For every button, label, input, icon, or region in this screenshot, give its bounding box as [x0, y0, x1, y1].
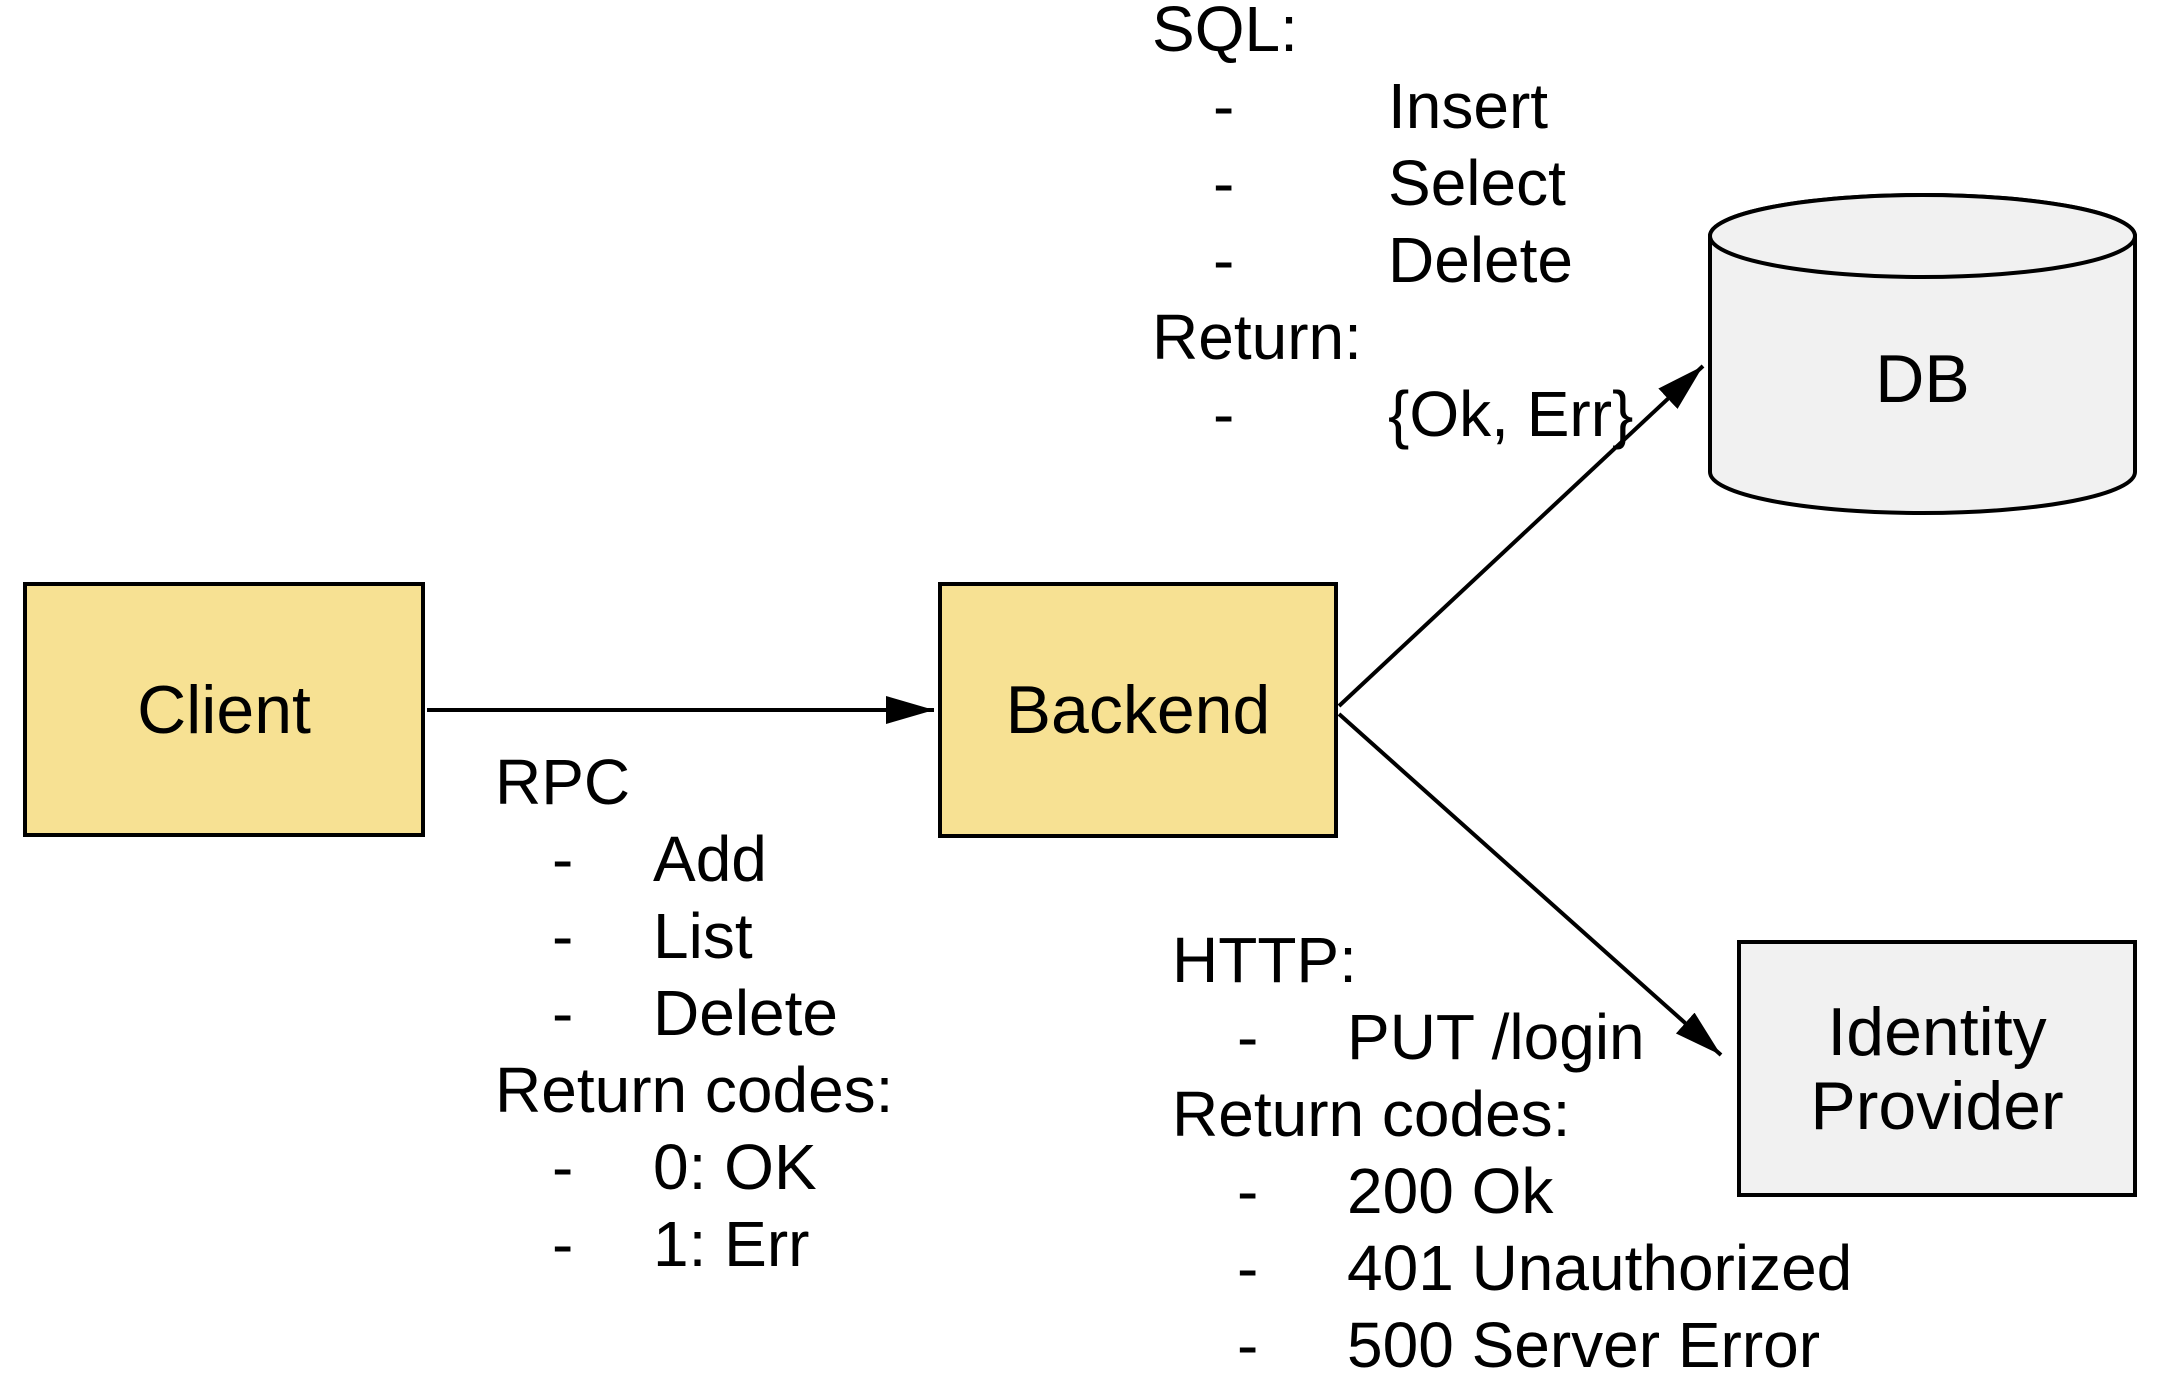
- sql-return-item: -{Ok, Err}: [1152, 376, 1633, 453]
- bullet-dash: -: [1213, 224, 1235, 296]
- db-cylinder: [1708, 193, 2137, 515]
- http-return-item: -200 Ok: [1172, 1153, 1852, 1230]
- bullet-dash: -: [1213, 70, 1235, 142]
- http-title: HTTP:: [1172, 924, 1357, 996]
- bullet-dash: -: [1213, 378, 1235, 450]
- sql-return-title: Return:: [1152, 301, 1362, 373]
- arrow-backend-to-identity-provider: [1337, 712, 1723, 1057]
- bullet-dash: -: [1237, 1232, 1259, 1304]
- db-label: DB: [1875, 341, 1970, 417]
- node-identity-provider: Identity Provider: [1737, 940, 2137, 1197]
- rpc-item: -Add: [495, 821, 893, 898]
- rpc-return-title: Return codes:: [495, 1054, 894, 1126]
- backend-label: Backend: [1005, 672, 1271, 748]
- identity-provider-label-line2: Provider: [1810, 1067, 2064, 1144]
- bullet-dash: -: [552, 1208, 574, 1280]
- bullet-dash: -: [1237, 1309, 1259, 1381]
- edge-label-rpc: RPC -Add -List -Delete Return codes: -0:…: [495, 744, 893, 1283]
- http-return-item: -401 Unauthorized: [1172, 1230, 1852, 1307]
- rpc-item: -List: [495, 898, 893, 975]
- bullet-dash: -: [552, 977, 574, 1049]
- rpc-return-item: -0: OK: [495, 1129, 893, 1206]
- rpc-title: RPC: [495, 746, 631, 818]
- bullet-dash: -: [552, 1131, 574, 1203]
- identity-provider-label-line1: Identity: [1827, 993, 2047, 1070]
- bullet-dash: -: [1213, 147, 1235, 219]
- sql-item: -Select: [1152, 145, 1633, 222]
- sql-item: -Delete: [1152, 222, 1633, 299]
- http-return-item: -500 Server Error: [1172, 1307, 1852, 1384]
- client-label: Client: [137, 671, 311, 748]
- rpc-item: -Delete: [495, 975, 893, 1052]
- bullet-dash: -: [552, 823, 574, 895]
- bullet-dash: -: [1237, 1001, 1259, 1073]
- node-backend: Backend: [938, 582, 1338, 838]
- bullet-dash: -: [552, 900, 574, 972]
- http-item: -PUT /login: [1172, 999, 1852, 1076]
- rpc-return-item: -1: Err: [495, 1206, 893, 1283]
- http-return-title: Return codes:: [1172, 1078, 1571, 1150]
- edge-label-sql: SQL: -Insert -Select -Delete Return: -{O…: [1152, 0, 1633, 453]
- bullet-dash: -: [1237, 1155, 1259, 1227]
- sql-title: SQL:: [1152, 0, 1298, 65]
- node-client: Client: [23, 582, 425, 837]
- edge-label-http: HTTP: -PUT /login Return codes: -200 Ok …: [1172, 922, 1852, 1384]
- arrow-backend-to-db: [1337, 364, 1705, 708]
- sql-item: -Insert: [1152, 68, 1633, 145]
